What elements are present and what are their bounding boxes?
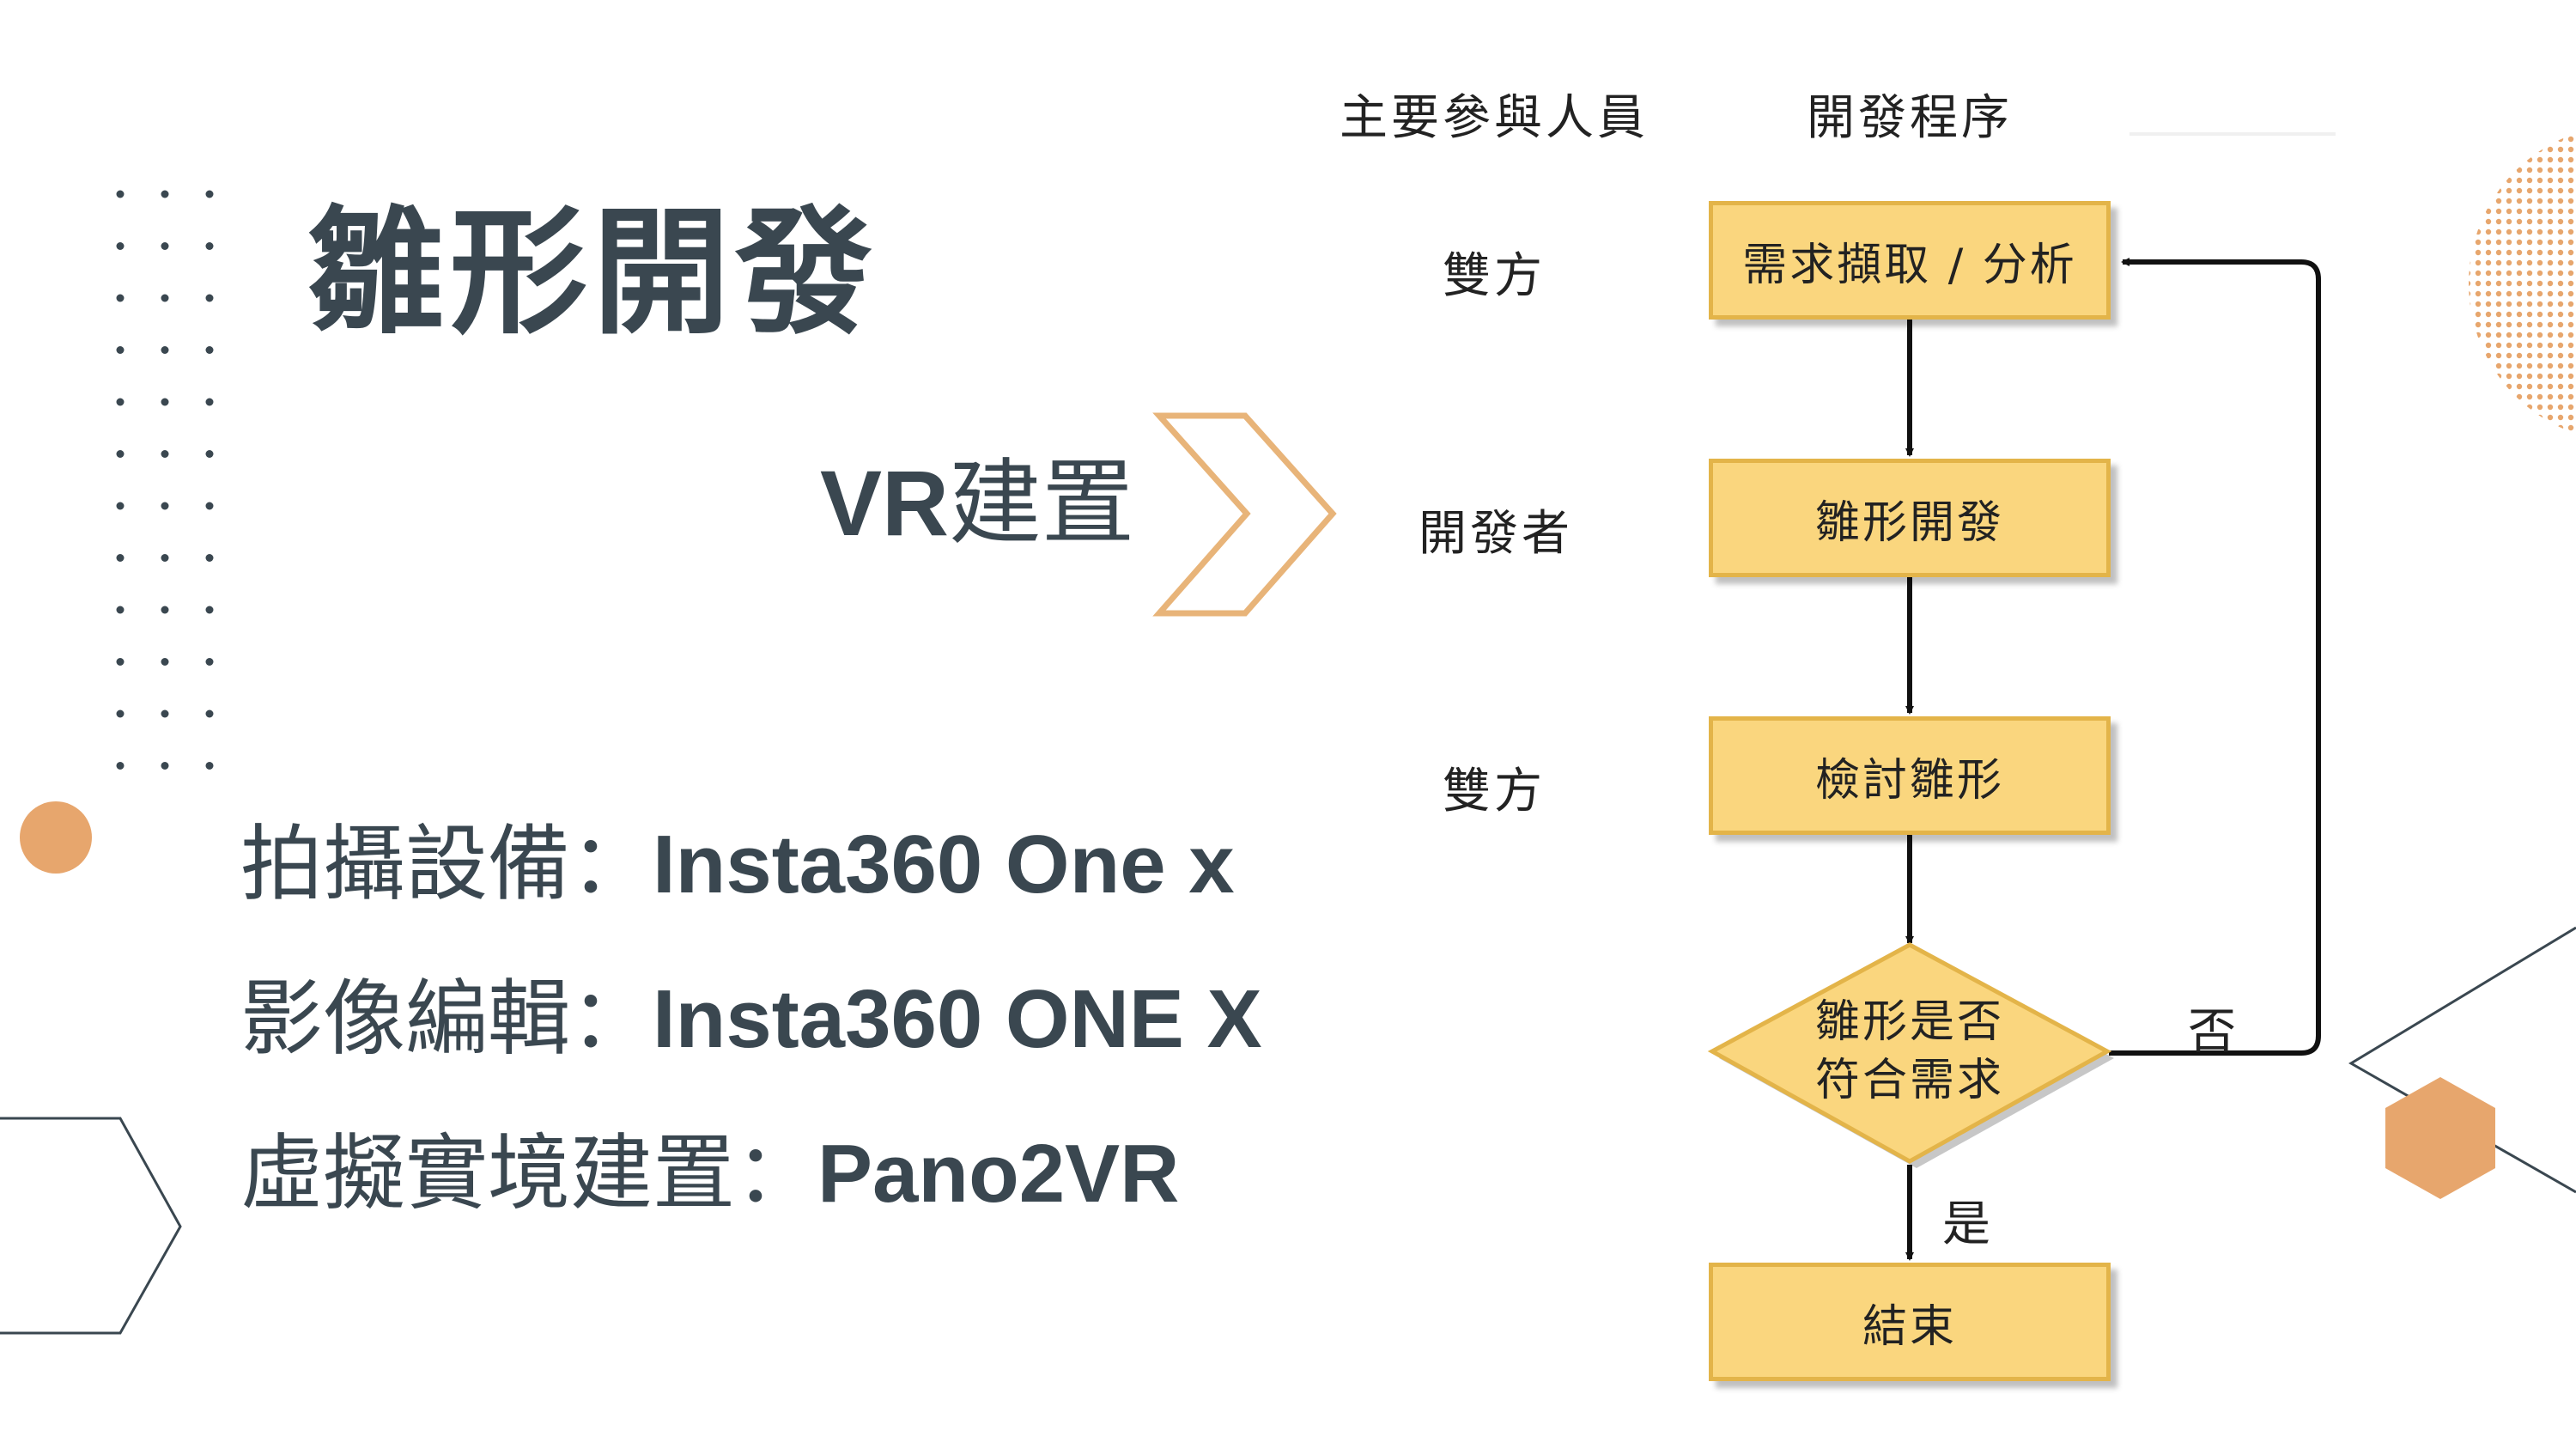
grid-dot <box>205 606 214 614</box>
halftone-circle-icon <box>2469 133 2576 434</box>
role-label: 雙方 <box>1443 764 1546 819</box>
info-key: 虛擬實境建置： <box>240 1125 817 1221</box>
info-line-video-editing: 影像編輯：Insta360 ONE X <box>240 977 1262 1061</box>
grid-dot <box>205 346 214 354</box>
info-value: Insta360 ONE X <box>653 973 1262 1065</box>
node-prototype-dev: 雛形開發 <box>1709 459 2111 577</box>
grid-dot <box>116 294 125 302</box>
grid-dot <box>161 709 169 718</box>
node-review: 檢討雛形 <box>1709 716 2111 835</box>
grid-dot <box>205 762 214 770</box>
grid-dot <box>161 346 169 354</box>
grid-dot <box>116 398 125 406</box>
edge-label-yes: 是 <box>1942 1196 1990 1252</box>
decision-label-line: 雛形是否 <box>1814 996 2004 1048</box>
node-label: 需求擷取 / 分析 <box>1742 239 2077 291</box>
grid-dot <box>161 502 169 510</box>
grid-dot <box>116 346 125 354</box>
grid-dot <box>161 294 169 302</box>
decision-label: 雛形是否 符合需求 <box>1781 993 2038 1110</box>
node-requirements: 需求擷取 / 分析 <box>1709 201 2111 320</box>
vr-label-latin: VR <box>820 451 950 555</box>
triangle-outline-shape <box>2348 926 2576 1194</box>
info-line-capture-device: 拍攝設備：Insta360 One x <box>240 823 1235 906</box>
role-label: 開發者 <box>1419 506 1573 562</box>
info-value: Insta360 One x <box>653 819 1235 910</box>
grid-dot <box>116 606 125 614</box>
info-key: 影像編輯： <box>240 971 653 1067</box>
grid-dot <box>161 658 169 666</box>
vr-label-cjk: 建置 <box>949 450 1135 557</box>
grid-dot <box>116 709 125 718</box>
grid-dot <box>205 294 214 302</box>
grid-dot <box>161 450 169 458</box>
grid-dot <box>116 242 125 250</box>
grid-dot <box>205 450 214 458</box>
circle-icon <box>20 801 92 874</box>
info-line-vr-build: 虛擬實境建置：Pano2VR <box>240 1132 1179 1215</box>
grid-dot <box>205 502 214 510</box>
node-label: 檢討雛形 <box>1814 754 2004 807</box>
grid-dot <box>205 709 214 718</box>
grid-dot <box>161 398 169 406</box>
grid-dot <box>161 606 169 614</box>
grid-dot <box>116 762 125 770</box>
edge-decision-no-loop <box>2109 258 2321 1056</box>
info-key: 拍攝設備： <box>240 816 653 912</box>
vr-build-label: VR建置 <box>820 457 1134 551</box>
grid-dot <box>205 554 214 562</box>
grid-dot <box>205 242 214 250</box>
node-end: 結束 <box>1709 1263 2111 1381</box>
outline-pentagon-shape <box>0 1117 182 1335</box>
role-label: 雙方 <box>1443 248 1546 304</box>
grid-dot <box>161 190 169 198</box>
decision-label-line: 符合需求 <box>1814 1055 2004 1106</box>
chevron-right-icon <box>1152 412 1337 617</box>
page-title: 雛形開發 <box>307 192 878 353</box>
flowchart-connectors <box>1905 258 2321 1261</box>
grid-dot <box>205 190 214 198</box>
info-value: Pano2VR <box>817 1128 1180 1220</box>
grid-dot <box>116 450 125 458</box>
node-label: 結束 <box>1862 1300 1957 1353</box>
column-header-participants: 主要參與人員 <box>1340 90 1649 146</box>
grid-dot <box>116 190 125 198</box>
grid-dot <box>161 554 169 562</box>
grid-dot <box>161 762 169 770</box>
decision-diamond-shape <box>1707 942 2112 1164</box>
hexagon-icon <box>2385 1077 2495 1199</box>
grid-dot <box>205 658 214 666</box>
column-header-process: 開發程序 <box>1807 90 2013 146</box>
grid-dot <box>205 398 214 406</box>
edge-label-no: 否 <box>2188 1004 2236 1060</box>
dot-grid-icon <box>116 190 214 770</box>
grid-dot <box>161 242 169 250</box>
grid-dot <box>116 502 125 510</box>
grid-dot <box>116 658 125 666</box>
grid-dot <box>116 554 125 562</box>
node-label: 雛形開發 <box>1814 496 2004 549</box>
